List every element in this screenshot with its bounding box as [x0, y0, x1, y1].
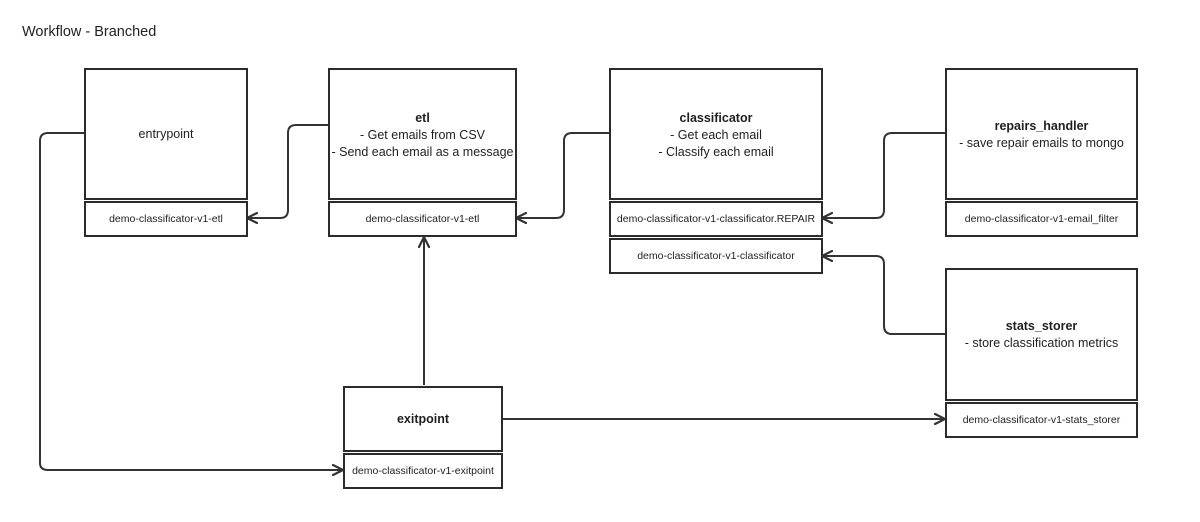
entrypoint-node[interactable]: entrypoint [84, 68, 248, 200]
edge-etl-to-entrypoint [248, 124, 328, 218]
edge-repairs-handler-to-classificator [823, 132, 945, 218]
classificator-name: classificator [679, 111, 753, 125]
etl-detail: - Get emails from CSV [359, 128, 486, 142]
exitpoint-name: exitpoint [396, 411, 450, 426]
classificator-topic[interactable]: demo-classificator-v1-classificator [609, 238, 823, 274]
etl-topic[interactable]: demo-classificator-v1-etl [328, 201, 517, 237]
exitpoint-node[interactable]: exitpoint [343, 386, 503, 452]
classificator-node[interactable]: classificator - Get each email - Classif… [609, 68, 823, 200]
edge-entrypoint-to-exitpoint [39, 132, 342, 470]
classificator-detail: - Get each email [670, 128, 762, 142]
repairs-handler-detail: - save repair emails to mongo [959, 136, 1124, 150]
entrypoint-name: entrypoint [138, 126, 194, 141]
classificator-detail: - Classify each email [658, 145, 774, 159]
etl-node[interactable]: etl - Get emails from CSV - Send each em… [328, 68, 517, 200]
stats-storer-name: stats_storer [1005, 319, 1078, 333]
stats-storer-detail: - store classification metrics [964, 336, 1119, 350]
entrypoint-topic[interactable]: demo-classificator-v1-etl [84, 201, 248, 237]
edge-stats-storer-to-classificator [823, 256, 945, 335]
classificator-repair-topic[interactable]: demo-classificator-v1-classificator.REPA… [609, 201, 823, 237]
etl-detail: - Send each email as a message [331, 145, 514, 159]
repairs-handler-topic[interactable]: demo-classificator-v1-email_filter [945, 201, 1138, 237]
diagram-title: Workflow - Branched [22, 24, 157, 40]
stats-storer-node[interactable]: stats_storer - store classification metr… [945, 268, 1138, 401]
stats-storer-topic[interactable]: demo-classificator-v1-stats_storer [945, 402, 1138, 438]
repairs-handler-node[interactable]: repairs_handler - save repair emails to … [945, 68, 1138, 200]
repairs-handler-name: repairs_handler [994, 119, 1089, 133]
edge-classificator-to-etl [517, 132, 609, 218]
etl-name: etl [415, 111, 430, 125]
exitpoint-topic[interactable]: demo-classificator-v1-exitpoint [343, 453, 503, 489]
